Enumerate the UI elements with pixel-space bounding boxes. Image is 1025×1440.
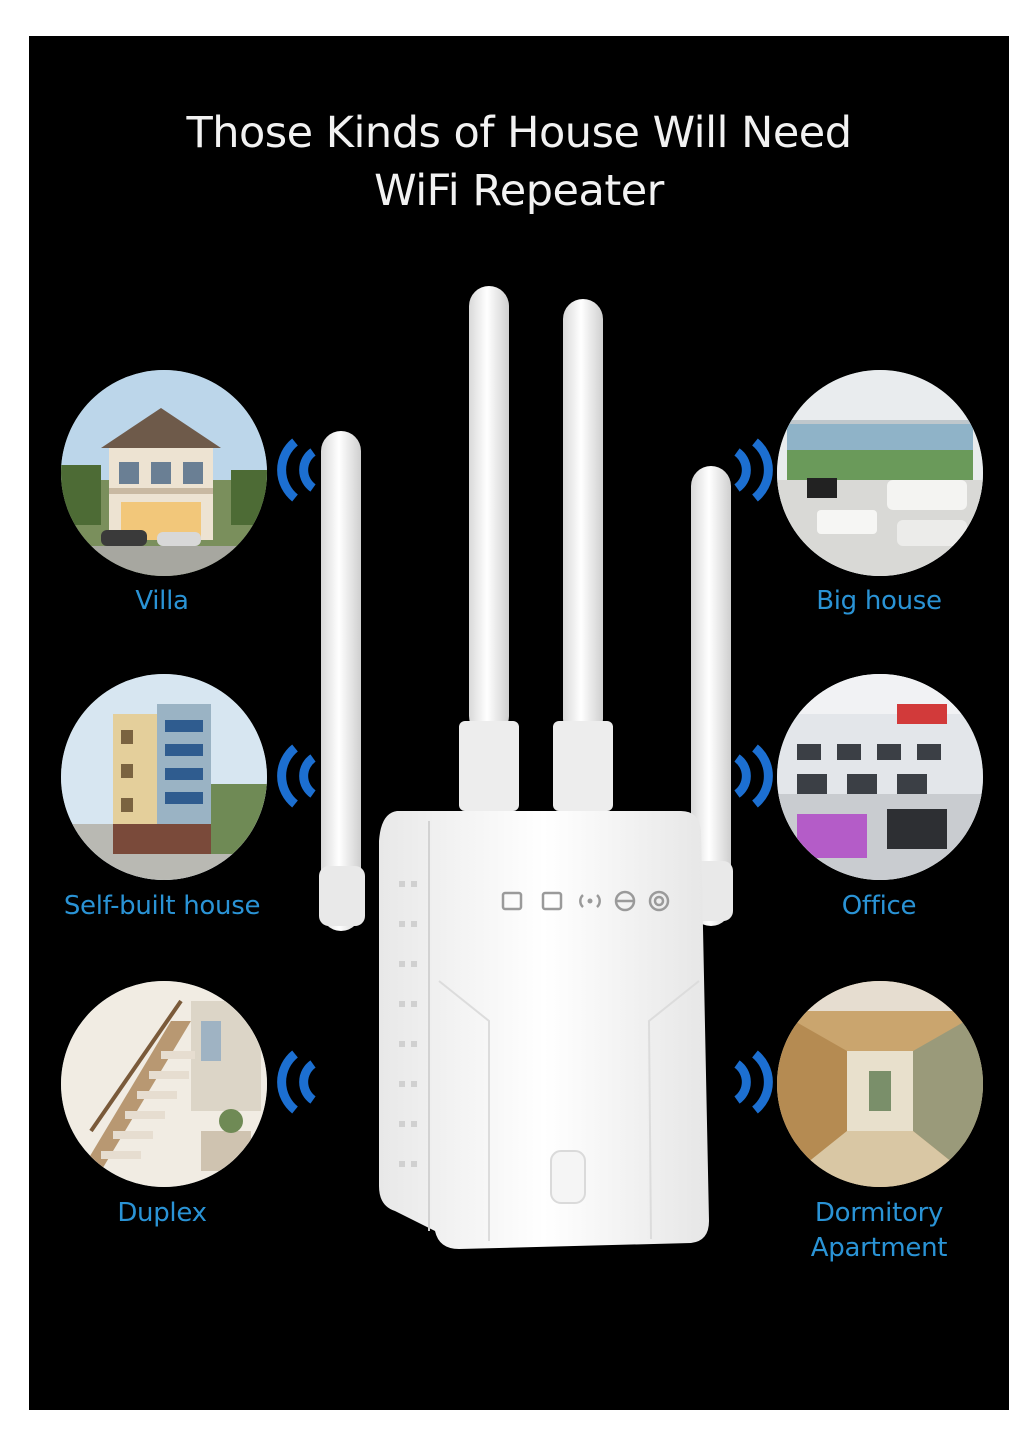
- label-dormitory: Dormitory: [814, 1198, 944, 1228]
- villa-photo: [61, 370, 267, 576]
- headline-line-1: Those Kinds of House Will Need: [186, 108, 852, 158]
- signal-waves-icon: [717, 736, 777, 816]
- label-villa: Villa: [135, 586, 189, 616]
- apartment-building-photo: [61, 674, 267, 880]
- label-self-built-house: Self-built house: [63, 891, 261, 921]
- living-room-photo: [777, 370, 983, 576]
- label-apartment: Apartment: [810, 1233, 948, 1263]
- headline: Those Kinds of House Will Need WiFi Repe…: [29, 104, 1009, 220]
- dormitory-hallway-photo: [777, 981, 983, 1187]
- label-big-house: Big house: [816, 586, 942, 616]
- wifi-repeater-icon: [299, 281, 759, 1261]
- signal-waves-icon: [717, 1042, 777, 1122]
- signal-waves-icon: [273, 1042, 333, 1122]
- poster-canvas: Those Kinds of House Will Need WiFi Repe…: [29, 36, 1009, 1410]
- office-desks-photo: [777, 674, 983, 880]
- signal-waves-icon: [273, 736, 333, 816]
- staircase-interior-photo: [61, 981, 267, 1187]
- label-duplex: Duplex: [117, 1198, 207, 1228]
- signal-waves-icon: [273, 430, 333, 510]
- signal-waves-icon: [717, 430, 777, 510]
- headline-line-2: WiFi Repeater: [374, 166, 664, 216]
- label-office: Office: [841, 891, 917, 921]
- label-dormitory-apartment: Dormitory Apartment: [739, 1196, 1009, 1266]
